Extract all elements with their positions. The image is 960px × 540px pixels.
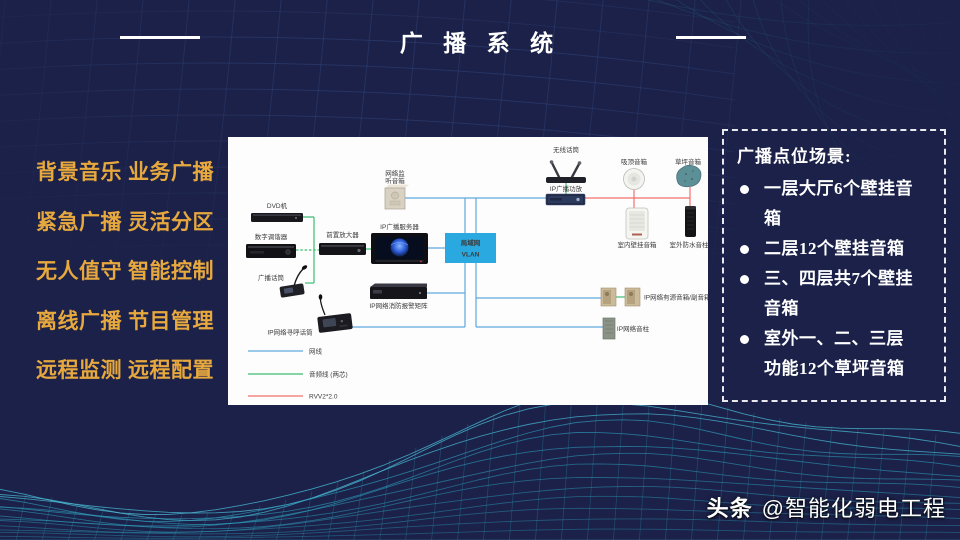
ip-broadcast-server-device <box>371 233 428 264</box>
feature-item: 远程配置 <box>128 359 214 382</box>
wireless-mic-label: 无线话筒 <box>553 145 580 154</box>
feature-item: 背景音乐 <box>36 161 122 184</box>
feature-item: 紧急广播 <box>36 210 122 234</box>
legend-label-network: 网线 <box>309 347 323 356</box>
scenario-list: 一层大厅6个壁挂音箱 二层12个壁挂音箱 三、四层共7个壁挂音箱 室外一、二、三… <box>737 174 936 384</box>
feature-item: 业务广播 <box>128 161 214 184</box>
digital-tuner-device <box>246 244 296 258</box>
feature-item: 灵活分区 <box>128 210 214 234</box>
ceiling-speaker-label: 吸顶音箱 <box>621 157 648 166</box>
bullet-icon <box>740 185 749 194</box>
lawn-speaker-device <box>676 164 702 188</box>
scenario-panel: 广播点位场景: 一层大厅6个壁挂音箱 二层12个壁挂音箱 三、四层共7个壁挂音箱… <box>722 129 946 402</box>
broadcast-mic-device <box>279 265 308 298</box>
vlan-label-1: 局域网 <box>461 238 481 247</box>
watermark-brand: 头条 <box>706 496 753 521</box>
scenario-item: 室外一、二、三层功能12个草坪音箱 <box>737 324 936 384</box>
monitor-speaker-label-2: 听音箱 <box>385 176 405 185</box>
bullet-icon <box>740 245 749 254</box>
diagram-legend: 网线 音频线 (两芯) RVV2*2.0 <box>248 347 348 401</box>
server-label: IP广播服务器 <box>380 222 419 231</box>
monitor-speaker-device <box>384 184 409 210</box>
outdoor-column-label: 室外防水音柱 <box>670 240 709 249</box>
feature-item: 离线广播 <box>36 309 122 333</box>
dvd-label: DVD机 <box>267 201 288 210</box>
ceiling-speaker-device <box>623 168 645 190</box>
broadcast-mic-label: 广播话筒 <box>258 273 285 282</box>
power-cables-red <box>585 187 691 208</box>
outdoor-column-device <box>685 206 696 237</box>
diagram-canvas: DVD机 数字调谐器 前置放大器 <box>246 145 709 401</box>
wireless-mic-device <box>546 160 586 183</box>
legend-label-audio: 音频线 (两芯) <box>309 370 348 379</box>
page-title: 广 播 系 统 <box>399 30 561 56</box>
title-decor-line-left <box>120 36 200 39</box>
feature-item: 无人值守 <box>36 260 122 283</box>
active-speaker-pair-device <box>600 287 641 307</box>
fire-alarm-matrix-device <box>370 283 427 299</box>
lawn-speaker-label: 草坪音箱 <box>675 157 702 166</box>
active-speaker-pair-label: IP网络有源音箱/副音箱 <box>644 293 708 302</box>
scenario-item: 二层12个壁挂音箱 <box>737 234 936 264</box>
feature-item: 远程监测 <box>36 359 122 382</box>
monitor-speaker-label-1: 网络监 <box>385 169 405 178</box>
bullet-icon <box>740 335 749 344</box>
fire-matrix-label: IP网络消防报警矩阵 <box>369 301 428 310</box>
ip-amp-label: IP广播功放 <box>550 184 583 193</box>
ip-amplifier-device <box>545 193 586 206</box>
lan-vlan-node: 局域网 VLAN <box>445 233 496 263</box>
scenario-item: 一层大厅6个壁挂音箱 <box>737 174 936 234</box>
preamplifier-device <box>319 243 366 255</box>
feature-item: 节目管理 <box>128 309 214 333</box>
vlan-label-2: VLAN <box>462 252 480 259</box>
tuner-label: 数字调谐器 <box>255 232 288 241</box>
title-decor-line-right <box>676 36 746 39</box>
bullet-icon <box>740 275 749 284</box>
dvd-player-device <box>251 213 303 222</box>
legend-label-rvv: RVV2*2.0 <box>309 394 338 401</box>
scenario-item: 三、四层共7个壁挂音箱 <box>737 264 936 324</box>
wall-speaker-label: 室内壁挂音箱 <box>618 240 658 249</box>
wall-speaker-device <box>625 207 649 240</box>
feature-item: 智能控制 <box>128 260 214 283</box>
paging-mic-label: IP网络寻呼话筒 <box>267 328 313 337</box>
preamp-label: 前置放大器 <box>326 230 359 239</box>
watermark-handle: @智能化弱电工程 <box>761 496 946 521</box>
feature-list: 背景音乐 业务广播 紧急广播 灵活分区 无人值守 智能控制 离线广播 节目管理 … <box>36 148 217 396</box>
network-column-device <box>602 317 616 340</box>
network-column-label: IP网络音柱 <box>617 324 650 333</box>
paging-mic-device <box>317 294 353 333</box>
watermark: 头条 @智能化弱电工程 <box>707 491 946 523</box>
scenario-panel-title: 广播点位场景: <box>737 147 852 166</box>
broadcast-system-diagram: DVD机 数字调谐器 前置放大器 <box>228 137 708 405</box>
